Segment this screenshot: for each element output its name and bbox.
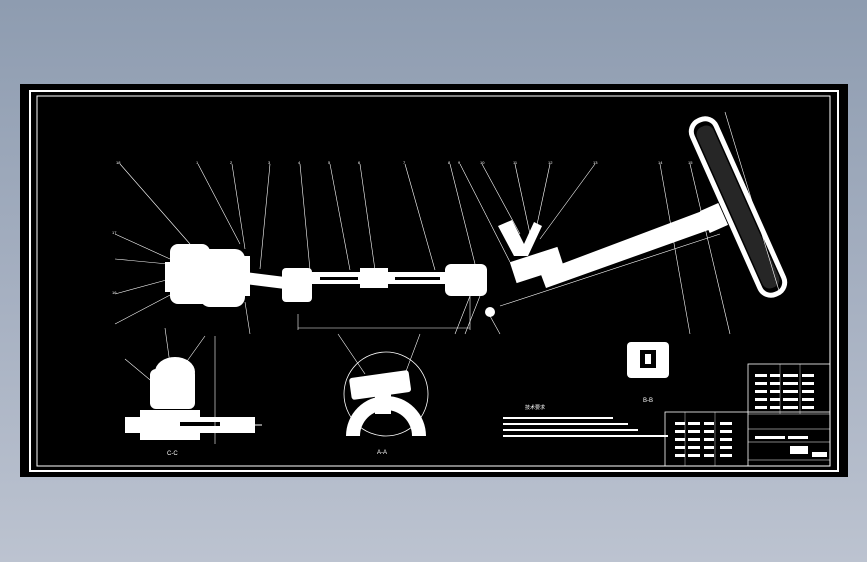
upper-shaft — [540, 208, 717, 288]
mount-bracket — [498, 220, 542, 256]
steering-column-assembly — [165, 111, 788, 330]
svg-text:17: 17 — [112, 230, 117, 235]
svg-text:9: 9 — [458, 160, 461, 165]
view-label-b: B-B — [643, 398, 653, 404]
svg-text:14: 14 — [658, 160, 663, 165]
technical-notes: 技术要求 — [503, 404, 668, 437]
leader-lines — [114, 163, 731, 335]
steering-gear-box — [165, 244, 250, 307]
steering-wheel — [688, 116, 788, 298]
svg-text:16: 16 — [112, 290, 117, 295]
title-block — [664, 363, 831, 467]
svg-text:4: 4 — [298, 160, 301, 165]
svg-text:1: 1 — [196, 160, 199, 165]
svg-text:12: 12 — [548, 160, 553, 165]
view-label-c: C-C — [167, 451, 178, 457]
section-view-c: C-C — [124, 327, 262, 457]
section-view-b: B-B — [627, 342, 669, 404]
view-label-a: A-A — [377, 450, 387, 456]
section-view-a: A-A — [337, 333, 429, 456]
svg-text:15: 15 — [688, 160, 693, 165]
svg-text:6: 6 — [358, 160, 361, 165]
svg-text:5: 5 — [328, 160, 331, 165]
svg-text:2: 2 — [230, 160, 233, 165]
drawing-outer-frame — [29, 90, 839, 472]
drawing-inner-frame — [36, 95, 831, 467]
svg-text:18: 18 — [116, 160, 121, 165]
svg-text:3: 3 — [268, 160, 271, 165]
svg-text:11: 11 — [513, 160, 518, 165]
tech-requirements-title: 技术要求 — [525, 404, 545, 411]
svg-text:7: 7 — [403, 160, 406, 165]
column-tube — [509, 246, 565, 284]
svg-text:10: 10 — [480, 160, 485, 165]
universal-joint-1 — [445, 264, 487, 296]
svg-text:8: 8 — [448, 160, 451, 165]
svg-text:13: 13 — [593, 160, 598, 165]
lower-shaft — [245, 272, 285, 289]
